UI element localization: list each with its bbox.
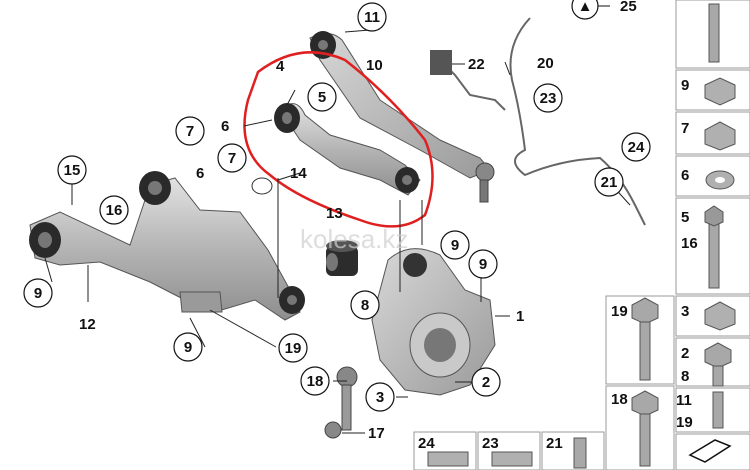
bracket-22-part [430, 50, 452, 75]
callout-1: 1 [516, 308, 524, 325]
svg-text:25: 25 [620, 0, 637, 15]
hex-bolt-icon [631, 297, 659, 325]
flange-bolt-icon [631, 390, 659, 417]
callout-4: 4 [276, 58, 285, 75]
legend-label-6: 6 [681, 167, 689, 184]
lock-nut-icon [704, 301, 736, 331]
svg-text:15: 15 [64, 162, 81, 179]
callout-11: 11 [357, 2, 387, 32]
callout-9b: 9 [468, 249, 498, 279]
upper-control-arm-part [309, 31, 495, 203]
legend-label-7: 7 [681, 120, 689, 137]
arrow-icon [688, 439, 732, 463]
callout-20: 20 [537, 55, 554, 72]
callout-7b: 7 [217, 143, 247, 173]
callout-10: 10 [366, 57, 383, 74]
legend-label-8: 8 [681, 368, 689, 385]
callout-8: 8 [350, 290, 380, 320]
bushing-part [326, 240, 358, 276]
callout-15: 15 [57, 155, 87, 185]
short-bolt-icon [712, 391, 724, 429]
svg-text:16: 16 [106, 202, 123, 219]
watermark: kolesa.kz [300, 224, 408, 254]
callout-23: 23 [533, 83, 563, 113]
callout-16: 16 [99, 195, 129, 225]
svg-text:19: 19 [285, 340, 302, 357]
svg-text:8: 8 [361, 297, 369, 314]
holder-icon [491, 451, 533, 467]
callout-24: 24 [621, 132, 651, 162]
svg-text:9: 9 [451, 237, 459, 254]
callout-18: 18 [300, 366, 330, 396]
svg-text:5: 5 [318, 89, 326, 106]
svg-text:▲: ▲ [578, 0, 593, 15]
legend-label-19b: 19 [676, 414, 693, 431]
svg-text:2: 2 [482, 374, 490, 391]
legend-label-3: 3 [681, 303, 689, 320]
callout-13: 13 [326, 205, 343, 222]
callout-12: 12 [79, 316, 96, 333]
o-ring-part [251, 177, 273, 195]
callout-7a: 7 [175, 116, 205, 146]
legend-label-23: 23 [482, 435, 499, 452]
svg-text:9: 9 [479, 256, 487, 273]
screw-icon [573, 437, 587, 469]
legend-label-18: 18 [611, 391, 628, 408]
leader-lines [44, 29, 631, 434]
legend-label-9: 9 [681, 77, 689, 94]
legend-label-16: 16 [681, 235, 698, 252]
callout-22: 22 [468, 56, 485, 73]
legend-label-11: 11 [676, 392, 692, 409]
bolt-icon [708, 3, 720, 63]
legend-label-2: 2 [681, 345, 689, 362]
callout-9a: 9 [440, 230, 470, 260]
callout-14: 14 [290, 165, 307, 182]
legend-label-5: 5 [681, 209, 689, 226]
callout-6a: 6 [221, 118, 229, 135]
callout-2: 2 [471, 367, 501, 397]
highlight-outline [243, 51, 434, 228]
callout-21: 21 [594, 167, 624, 197]
lower-control-arm-part [29, 171, 305, 321]
svg-text:7: 7 [186, 123, 194, 140]
svg-text:9: 9 [184, 339, 192, 356]
legend-label-21: 21 [546, 435, 563, 452]
wishbone-arm-part [274, 103, 421, 196]
svg-text:9: 9 [34, 285, 42, 302]
callout-3: 3 [365, 382, 395, 412]
stud-bolt-icon [704, 342, 732, 369]
svg-text:7: 7 [228, 150, 236, 167]
hardware-legend: 9 7 6 5 16 19 3 2 8 18 11 19 [413, 0, 750, 470]
callout-19: 19 [278, 333, 308, 363]
link-rod-part [324, 366, 358, 439]
legend-label-24: 24 [418, 435, 435, 452]
callout-9d: 9 [173, 332, 203, 362]
clip-icon [427, 451, 469, 467]
callout-6b: 6 [196, 165, 204, 182]
svg-text:23: 23 [540, 90, 557, 107]
callout-25: ▲ 25 [571, 0, 637, 20]
flange-nut-icon [704, 121, 736, 151]
svg-text:3: 3 [376, 389, 384, 406]
callout-17: 17 [368, 425, 385, 442]
callout-5: 5 [307, 82, 337, 112]
svg-text:18: 18 [307, 373, 324, 390]
legend-label-19: 19 [611, 303, 628, 320]
svg-text:24: 24 [628, 139, 645, 156]
wheel-carrier-part [371, 248, 496, 396]
callout-9c: 9 [23, 278, 53, 308]
svg-text:21: 21 [601, 174, 618, 191]
nut-icon [704, 77, 736, 106]
svg-text:11: 11 [364, 9, 380, 26]
long-bolt-icon [708, 219, 720, 289]
